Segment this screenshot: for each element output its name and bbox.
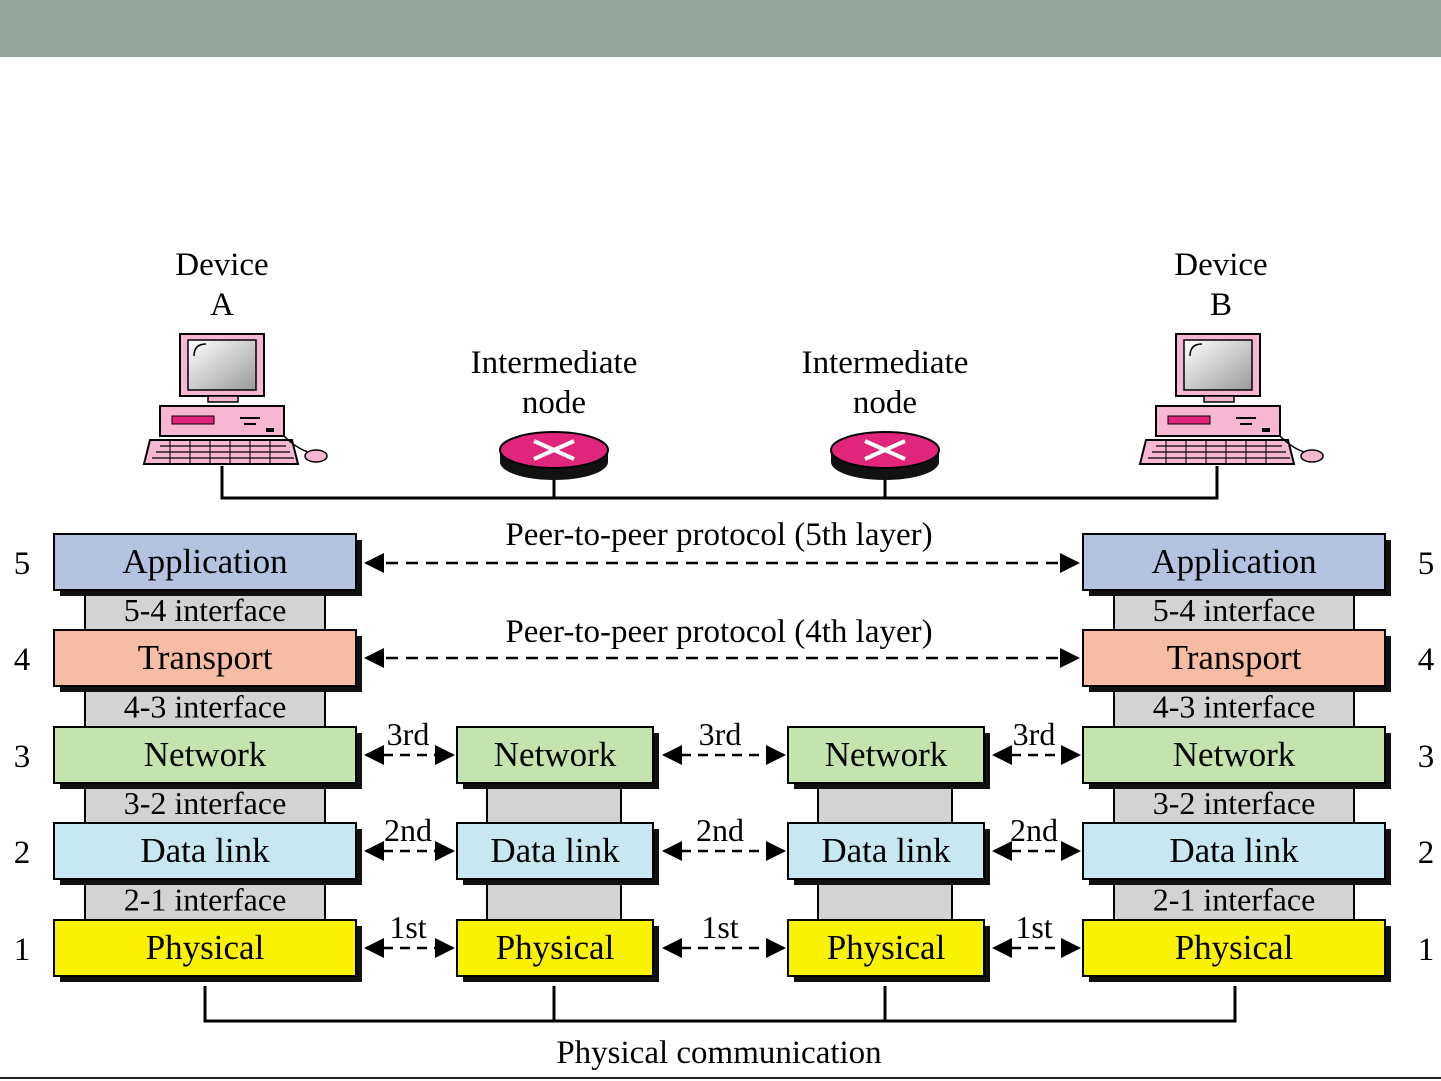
intermediate-node-1-label-line2: node xyxy=(522,385,586,421)
interface-label-i54-b: 5-4 interface xyxy=(1153,592,1316,628)
interface-strip-i32-n2 xyxy=(817,782,953,824)
layer-label-network-a: Network xyxy=(144,735,267,774)
hop-label-1st-n1-n2: 1st xyxy=(701,909,738,945)
layer-label-network-n2: Network xyxy=(825,735,948,774)
bottom-rule xyxy=(0,1077,1441,1079)
interface-strip-i32-b xyxy=(1113,782,1355,824)
interface-strip-i21-a xyxy=(84,878,326,921)
layer-number-right-3: 3 xyxy=(1418,739,1435,775)
layer-label-physical-b: Physical xyxy=(1175,928,1294,967)
layer-label-network-n1: Network xyxy=(494,735,617,774)
layer-number-left-5: 5 xyxy=(14,546,31,582)
interface-strip-i43-a xyxy=(84,685,326,728)
layer-label-physical-a: Physical xyxy=(146,928,265,967)
layer-box-transport-a xyxy=(53,629,357,687)
layer-box-datalink-n2 xyxy=(787,822,985,880)
layer-label-application-a: Application xyxy=(122,542,287,581)
hop-label-3rd-a-n1: 3rd xyxy=(387,716,430,752)
router-icon-1 xyxy=(499,431,609,480)
interface-strip-i21-n2 xyxy=(817,878,953,921)
computer-icon-device-a xyxy=(142,333,328,465)
hop-label-2nd-n2-b: 2nd xyxy=(1010,812,1058,848)
physical-communication-label: Physical communication xyxy=(556,1035,881,1071)
layer-box-application-b xyxy=(1082,533,1386,591)
layer-number-right-2: 2 xyxy=(1418,835,1435,871)
intermediate-node-2-label-line2: node xyxy=(853,385,917,421)
hop-label-3rd-n2-b: 3rd xyxy=(1013,716,1056,752)
layer-label-physical-n1: Physical xyxy=(496,928,615,967)
layer-box-physical-n1 xyxy=(456,919,654,977)
layer-box-network-b xyxy=(1082,726,1386,784)
layer-label-physical-n2: Physical xyxy=(827,928,946,967)
layer-label-network-b: Network xyxy=(1173,735,1296,774)
layer-box-physical-n2 xyxy=(787,919,985,977)
layer-box-application-a xyxy=(53,533,357,591)
interface-label-i32-b: 3-2 interface xyxy=(1153,785,1316,821)
computer-icon-device-b xyxy=(1138,333,1324,465)
layer-label-application-b: Application xyxy=(1151,542,1316,581)
peer-protocol-4th-label: Peer-to-peer protocol (4th layer) xyxy=(505,614,932,650)
layer-number-right-5: 5 xyxy=(1418,546,1435,582)
top-link-line xyxy=(220,466,1219,500)
layer-box-network-n2 xyxy=(787,726,985,784)
layer-label-datalink-n2: Data link xyxy=(821,831,951,870)
layer-box-physical-b xyxy=(1082,919,1386,977)
layer-number-left-3: 3 xyxy=(14,739,31,775)
device-a-label-line2: A xyxy=(210,287,234,323)
device-b-label-line2: B xyxy=(1210,287,1232,323)
intermediate-node-1-label-line1: Intermediate xyxy=(471,345,638,381)
layer-box-datalink-b xyxy=(1082,822,1386,880)
hop-label-2nd-a-n1: 2nd xyxy=(384,812,432,848)
layer-number-right-4: 4 xyxy=(1418,642,1435,678)
router-icon-2 xyxy=(830,431,940,480)
interface-label-i21-a: 2-1 interface xyxy=(124,882,287,918)
layer-box-network-a xyxy=(53,726,357,784)
interface-label-i21-b: 2-1 interface xyxy=(1153,882,1316,918)
layer-label-transport-b: Transport xyxy=(1167,638,1302,677)
intermediate-node-2-label-line1: Intermediate xyxy=(802,345,969,381)
interface-strip-i32-n1 xyxy=(486,782,622,824)
layer-number-left-1: 1 xyxy=(14,932,31,968)
device-a-label-line1: Device xyxy=(175,247,268,283)
layer-number-right-1: 1 xyxy=(1418,932,1435,968)
interface-label-i43-b: 4-3 interface xyxy=(1153,689,1316,725)
layer-box-datalink-a xyxy=(53,822,357,880)
interface-strip-i21-n1 xyxy=(486,878,622,921)
hop-label-1st-n2-b: 1st xyxy=(1015,909,1052,945)
interface-label-i43-a: 4-3 interface xyxy=(124,689,287,725)
interface-strip-i21-b xyxy=(1113,878,1355,921)
device-b-label-line1: Device xyxy=(1174,247,1267,283)
hop-label-1st-a-n1: 1st xyxy=(389,909,426,945)
interface-label-i54-a: 5-4 interface xyxy=(124,592,287,628)
physical-communication-line xyxy=(203,986,1237,1023)
layer-label-datalink-a: Data link xyxy=(140,831,270,870)
hop-label-2nd-n1-n2: 2nd xyxy=(696,812,744,848)
layer-number-left-4: 4 xyxy=(14,642,31,678)
layer-box-physical-a xyxy=(53,919,357,977)
layer-label-transport-a: Transport xyxy=(138,638,273,677)
layer-label-datalink-n1: Data link xyxy=(490,831,620,870)
interface-label-i32-a: 3-2 interface xyxy=(124,785,287,821)
layer-number-left-2: 2 xyxy=(14,835,31,871)
layer-box-network-n1 xyxy=(456,726,654,784)
peer-protocol-5th-label: Peer-to-peer protocol (5th layer) xyxy=(505,517,932,553)
interface-strip-i43-b xyxy=(1113,685,1355,728)
layer-label-datalink-b: Data link xyxy=(1169,831,1299,870)
hop-label-3rd-n1-n2: 3rd xyxy=(699,716,742,752)
header-bar xyxy=(0,0,1441,57)
layer-box-transport-b xyxy=(1082,629,1386,687)
interface-strip-i54-a xyxy=(84,589,326,631)
layer-box-datalink-n1 xyxy=(456,822,654,880)
